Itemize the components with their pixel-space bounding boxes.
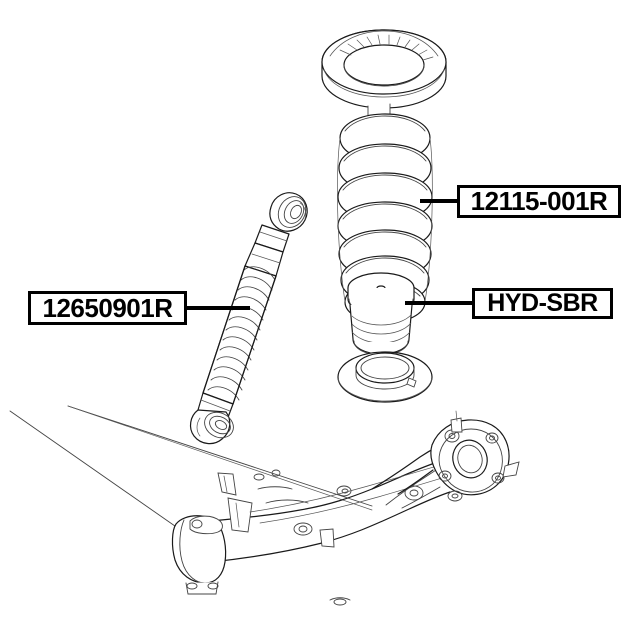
trailing-arm-bushing-part xyxy=(171,515,227,595)
shock-absorber-part xyxy=(189,192,308,445)
hub-carrier-part xyxy=(397,410,520,509)
part-label-shock-absorber[interactable]: 12650901R xyxy=(28,291,187,325)
upper-spring-seat-part xyxy=(321,29,447,117)
bump-stop-part xyxy=(347,272,415,356)
leader-lines xyxy=(186,199,474,310)
torsion-beam-axle-part xyxy=(9,405,520,606)
part-label-coil-spring[interactable]: 12115-001R xyxy=(457,185,621,218)
shock-dust-boot xyxy=(202,265,277,405)
lower-spring-seat-part xyxy=(337,351,433,403)
part-label-bump-stop[interactable]: HYD-SBR xyxy=(472,288,613,319)
shock-top-eye xyxy=(269,192,308,232)
coil-spring-part xyxy=(337,113,433,324)
shock-bottom-eye xyxy=(189,409,234,445)
